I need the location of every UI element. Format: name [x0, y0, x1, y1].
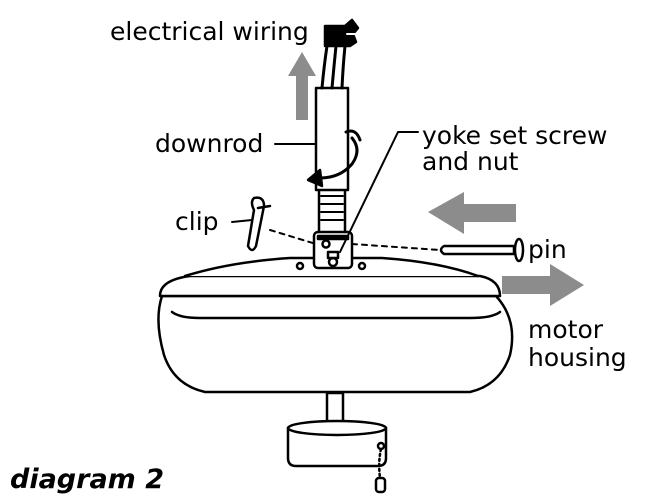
- motor-housing-groove: [170, 310, 502, 320]
- yoke-nut: [326, 250, 340, 260]
- label-downrod: downrod: [155, 129, 263, 158]
- label-pin: pin: [528, 235, 567, 264]
- yoke-leader: [339, 131, 419, 253]
- downrod-thread-rings: [320, 195, 344, 221]
- pin-head: [513, 237, 525, 263]
- label-clip: clip: [175, 207, 219, 236]
- pull-chain-fob: [374, 476, 387, 494]
- wire-3: [340, 44, 347, 90]
- diagram-caption: diagram 2: [10, 464, 164, 495]
- lower-coupler-stem: [325, 391, 345, 425]
- pin-shaft: [439, 244, 516, 256]
- clip-prong: [256, 204, 272, 210]
- wire-1: [320, 44, 329, 90]
- rotation-arrowhead: [306, 168, 324, 188]
- housing-screw-left: [295, 261, 305, 271]
- pin-part: [439, 237, 525, 263]
- up-arrow: [288, 52, 316, 120]
- clip-guide-line: [269, 229, 317, 245]
- left-arrow: [428, 192, 516, 234]
- right-arrow: [502, 264, 584, 306]
- clip-body: [246, 196, 266, 252]
- downrod: [314, 86, 350, 241]
- motor-housing-body: [157, 294, 514, 394]
- label-yoke-line-1: yoke set screw: [422, 121, 608, 150]
- yoke-cross-slot: [316, 234, 350, 241]
- yoke: [312, 230, 354, 270]
- yoke-pin-hole: [321, 239, 331, 249]
- pin-guide-line: [351, 243, 441, 251]
- downrod-threads: [317, 186, 347, 234]
- wire-2: [330, 44, 338, 90]
- label-electrical-wiring: electrical wiring: [110, 17, 309, 46]
- clip-leader: [231, 219, 253, 223]
- rotation-arrow-tail: [344, 129, 362, 142]
- switch-housing: [286, 391, 388, 494]
- label-yoke-line-2: and nut: [422, 147, 519, 176]
- label-motor-line-1: motor: [528, 315, 604, 344]
- clip-part: [246, 196, 272, 252]
- label-motor-line-2: housing: [528, 343, 627, 372]
- rotation-arrow: [318, 136, 359, 180]
- motor-housing: [157, 256, 514, 394]
- switch-cup-top: [286, 419, 388, 437]
- electrical-wires: [320, 44, 347, 90]
- housing-screw-right: [357, 261, 367, 271]
- motor-housing-rim: [158, 274, 502, 298]
- pull-chain: [377, 447, 383, 480]
